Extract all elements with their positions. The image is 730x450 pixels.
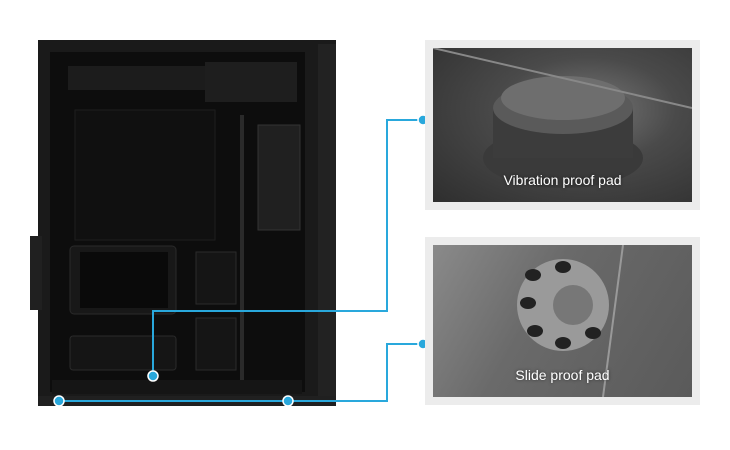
callout-line-vibration [152, 119, 423, 376]
callout-lines [59, 119, 423, 402]
callout-label: Vibration proof pad [503, 172, 622, 188]
callout-label: Slide proof pad [515, 367, 610, 383]
vibration-pad-photo: Vibration proof pad [433, 48, 692, 202]
marker-dot [147, 370, 159, 382]
marker-dot [282, 395, 294, 407]
marker-dot [53, 395, 65, 407]
callout-panel-slide: Slide proof pad [425, 237, 700, 405]
slide-pad-photo: Slide proof pad [433, 245, 692, 397]
callout-panel-vibration: Vibration proof pad [425, 40, 700, 210]
callout-line-slide [59, 343, 423, 402]
